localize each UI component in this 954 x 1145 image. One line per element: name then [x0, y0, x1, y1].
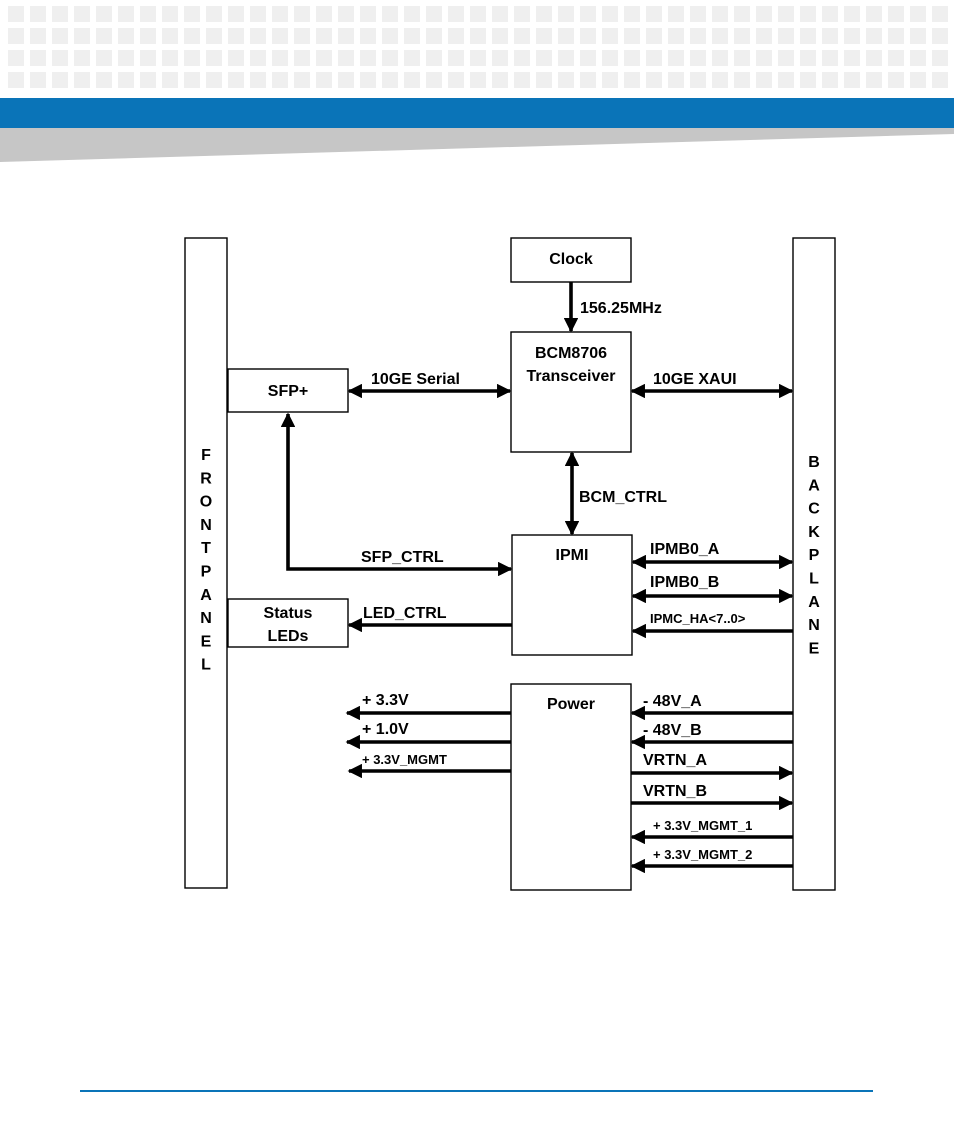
ipmi-label: IPMI [556, 547, 589, 564]
v33-mgmt-1-label: + 3.3V_MGMT_1 [653, 818, 752, 833]
front-panel-letter: F [201, 447, 211, 464]
header-dot-pattern [8, 6, 948, 88]
v48-a-label: - 48V_A [643, 693, 702, 710]
sfp-block [227, 368, 349, 413]
backplane-letter: N [808, 617, 820, 634]
sfp-ctrl-label: SFP_CTRL [361, 549, 444, 566]
front-panel-letter: R [200, 470, 212, 487]
backplane-letter: L [809, 571, 819, 588]
ipmb0-a-label: IPMB0_A [650, 541, 720, 558]
ipmi-block [511, 534, 633, 656]
front-panel-letter: O [200, 494, 212, 511]
ipmi-sfp-ctrl-wire [280, 412, 513, 577]
status-leds-label-line2: LEDs [268, 628, 309, 645]
front-panel-letter: N [200, 610, 212, 627]
footer-rule [80, 1090, 873, 1092]
front-panel-letter: P [201, 564, 212, 581]
v33-label: + 3.3V [362, 692, 409, 709]
ipmb0-b-label: IPMB0_B [650, 574, 719, 591]
serial-label: 10GE Serial [371, 371, 460, 388]
backplane-letter: C [808, 501, 820, 518]
vrtn-b-label: VRTN_B [643, 783, 707, 800]
v10-label: + 1.0V [362, 721, 409, 738]
backplane-letter: P [809, 547, 820, 564]
led-ctrl-label: LED_CTRL [363, 605, 447, 622]
backplane-letter: A [808, 477, 820, 494]
front-panel-letter: N [200, 517, 212, 534]
backplane-letter: K [808, 524, 820, 541]
v33-mgmt-label: + 3.3V_MGMT [362, 752, 447, 767]
v33-mgmt-2-label: + 3.3V_MGMT_2 [653, 847, 752, 862]
ipmc-ha-label: IPMC_HA<7..0> [650, 611, 746, 626]
backplane-letter: B [808, 454, 820, 471]
header-blue-band [0, 98, 954, 128]
front-panel-letter: E [201, 633, 212, 650]
clock-label: Clock [549, 251, 593, 268]
power-label: Power [547, 696, 595, 713]
status-leds-block [227, 598, 349, 648]
transceiver-label-line1: BCM8706 [535, 345, 607, 362]
backplane-letter: E [809, 640, 820, 657]
bcm-ctrl-label: BCM_CTRL [579, 489, 667, 506]
xaui-label: 10GE XAUI [653, 371, 737, 388]
header-grey-swoosh [0, 128, 954, 162]
backplane-block [792, 237, 836, 891]
power-block [510, 683, 632, 891]
front-panel-letter: L [201, 657, 211, 674]
front-panel-letter: A [200, 587, 212, 604]
clock-freq-label: 156.25MHz [580, 300, 662, 317]
sfp-label: SFP+ [268, 383, 308, 400]
front-panel-block [184, 237, 228, 889]
vrtn-a-label: VRTN_A [643, 752, 707, 769]
front-panel-letter: T [201, 540, 211, 557]
v48-b-label: - 48V_B [643, 722, 702, 739]
transceiver-label-line2: Transceiver [527, 368, 616, 385]
status-leds-label-line1: Status [264, 605, 313, 622]
clock-block [510, 237, 632, 283]
backplane-letter: A [808, 594, 820, 611]
